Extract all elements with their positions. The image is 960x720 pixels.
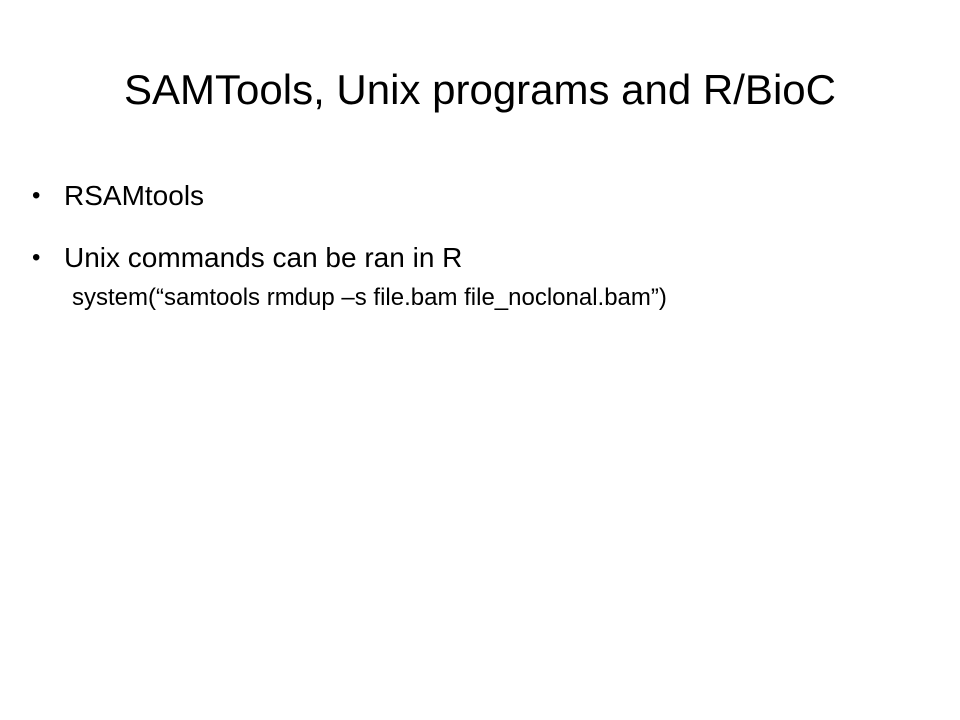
bullet-item-rsamtools: • RSAMtools xyxy=(30,176,930,216)
bullet-item-unix-commands: • Unix commands can be ran in R xyxy=(30,238,930,278)
bullet-text: RSAMtools xyxy=(64,180,205,211)
bullet-marker-icon: • xyxy=(32,244,41,271)
bullet-text: Unix commands can be ran in R xyxy=(64,242,463,273)
bullet-marker-icon: • xyxy=(32,182,41,209)
bullet-list: • RSAMtools • Unix commands can be ran i… xyxy=(30,176,930,314)
code-example-text: system(“samtools rmdup –s file.bam file_… xyxy=(72,284,667,311)
sub-item-system-command: system(“samtools rmdup –s file.bam file_… xyxy=(30,282,930,314)
slide-title: SAMTools, Unix programs and R/BioC xyxy=(124,66,836,113)
